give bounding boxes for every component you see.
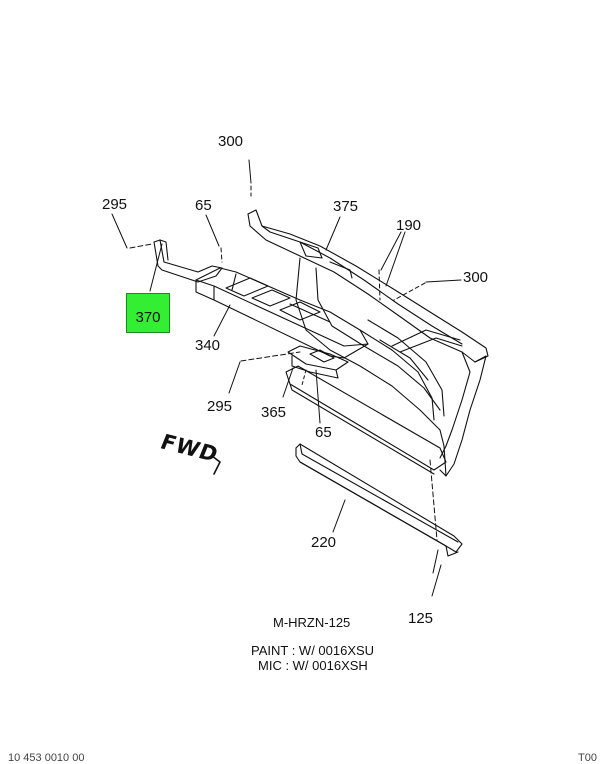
sill-strip bbox=[285, 365, 447, 475]
callout-125[interactable]: 125 bbox=[408, 610, 434, 627]
callout-65-bottom[interactable]: 65 bbox=[315, 424, 332, 441]
note-paint: PAINT : W/ 0016XSU bbox=[251, 643, 375, 658]
callout-295-left[interactable]: 295 bbox=[102, 196, 128, 213]
bracket-370 bbox=[153, 239, 223, 283]
callout-220[interactable]: 220 bbox=[311, 534, 337, 551]
footer-right-code: T00 bbox=[578, 752, 597, 764]
crossmember-340 bbox=[195, 267, 369, 359]
callout-295-mid[interactable]: 295 bbox=[207, 398, 233, 415]
forward-arrow-icon bbox=[211, 455, 221, 475]
callout-300-right[interactable]: 300 bbox=[463, 269, 489, 286]
callout-300-top[interactable]: 300 bbox=[218, 133, 244, 150]
callout-370-label: 370 bbox=[135, 309, 161, 326]
model-code: M-HRZN-125 bbox=[273, 615, 351, 630]
callout-365[interactable]: 365 bbox=[261, 404, 287, 421]
leader-lines bbox=[111, 159, 462, 597]
callout-370-highlighted[interactable]: 370 bbox=[126, 293, 170, 333]
callout-375[interactable]: 375 bbox=[333, 198, 359, 215]
footer-left-code: 10 453 0010 00 bbox=[8, 752, 85, 764]
channel-220 bbox=[295, 443, 463, 557]
note-mic: MIC : W/ 0016XSH bbox=[258, 658, 368, 673]
panel-375 bbox=[247, 209, 489, 363]
mount-365 bbox=[287, 345, 349, 379]
panel-lower-body bbox=[295, 257, 487, 477]
callout-340[interactable]: 340 bbox=[195, 337, 221, 354]
callout-190[interactable]: 190 bbox=[396, 217, 422, 234]
callout-65-top[interactable]: 65 bbox=[195, 197, 212, 214]
